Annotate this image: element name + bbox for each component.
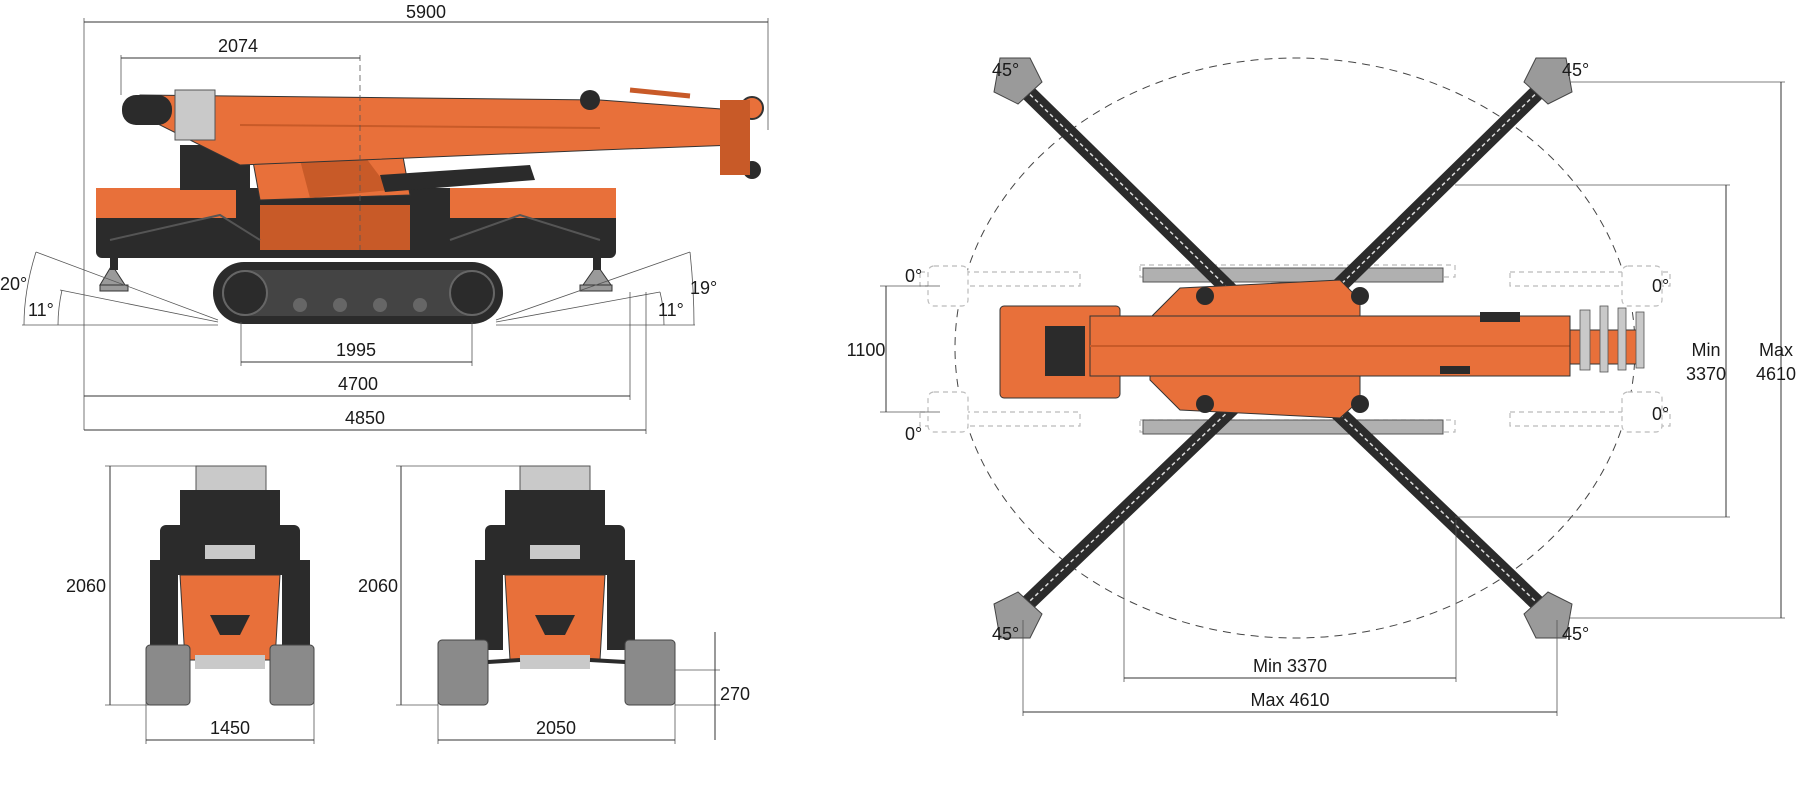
side-view: 5900 2074 20° 11° 19° 11° bbox=[0, 2, 769, 434]
angle-0-bottom-left: 0° bbox=[905, 424, 922, 444]
angle-0-top-left: 0° bbox=[905, 266, 922, 286]
angle-rear-upper: 19° bbox=[690, 278, 717, 298]
dim-right-min-value: 3370 bbox=[1686, 364, 1726, 384]
side-chassis bbox=[96, 188, 616, 258]
dim-2050: 2050 bbox=[536, 718, 576, 738]
side-crawler-track bbox=[213, 262, 503, 324]
top-body bbox=[999, 279, 1645, 419]
top-view: 45° 45° 45° 45° 0° 0° 0° 0° 1100 Min 337… bbox=[847, 57, 1796, 716]
dim-4850: 4850 bbox=[345, 408, 385, 428]
angle-rear-lower: 11° bbox=[658, 300, 684, 320]
top-dimensions: 45° 45° 45° 45° 0° 0° 0° 0° 1100 Min 337… bbox=[847, 60, 1796, 716]
dim-right-min-label: Min bbox=[1691, 340, 1720, 360]
angle-front-lower: 11° bbox=[28, 300, 54, 320]
angle-0-bottom-right: 0° bbox=[1652, 404, 1669, 424]
front-view-wide: 2060 2050 270 bbox=[358, 465, 750, 744]
dim-5900: 5900 bbox=[406, 2, 446, 22]
angle-45-top-right: 45° bbox=[1562, 60, 1589, 80]
dim-bottom-min: Min 3370 bbox=[1253, 656, 1327, 676]
dim-2060-narrow: 2060 bbox=[66, 576, 106, 596]
dim-right-max-label: Max bbox=[1759, 340, 1793, 360]
dim-right-max-value: 4610 bbox=[1756, 364, 1796, 384]
angle-45-bottom-left: 45° bbox=[992, 624, 1019, 644]
top-track-upper bbox=[1142, 267, 1444, 283]
angle-front-upper: 20° bbox=[0, 274, 27, 294]
side-boom bbox=[122, 87, 764, 192]
dim-2060-wide: 2060 bbox=[358, 576, 398, 596]
angle-45-bottom-right: 45° bbox=[1562, 624, 1589, 644]
dim-1450: 1450 bbox=[210, 718, 250, 738]
angle-45-top-left: 45° bbox=[992, 60, 1019, 80]
dim-4700: 4700 bbox=[338, 374, 378, 394]
dim-270: 270 bbox=[720, 684, 750, 704]
front-view-narrow: 2060 1450 bbox=[66, 465, 315, 744]
dim-1995: 1995 bbox=[336, 340, 376, 360]
dim-1100: 1100 bbox=[847, 340, 886, 360]
angle-0-top-right: 0° bbox=[1652, 276, 1669, 296]
top-track-lower bbox=[1142, 419, 1444, 435]
dim-bottom-max: Max 4610 bbox=[1250, 690, 1329, 710]
side-dimensions: 5900 2074 20° 11° 19° 11° bbox=[0, 2, 769, 434]
dim-2074: 2074 bbox=[218, 36, 258, 56]
outrigger-arms-45deg bbox=[993, 57, 1573, 639]
